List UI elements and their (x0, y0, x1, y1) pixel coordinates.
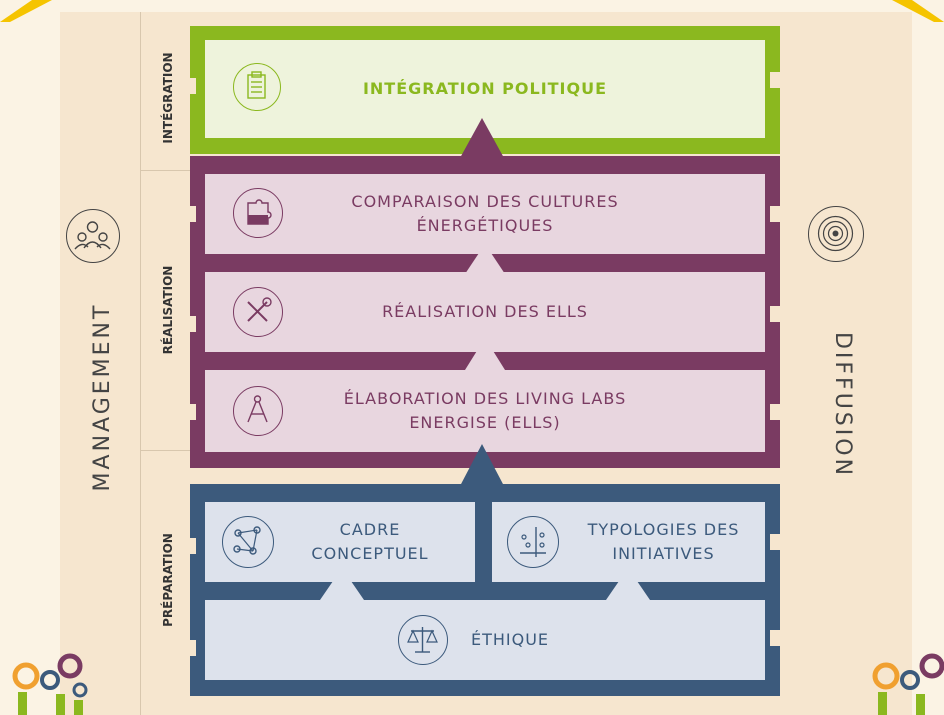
arrow-to-typologies (606, 568, 650, 600)
cadre-label: CADRE CONCEPTUEL (311, 520, 429, 563)
logo-icon-right (872, 653, 944, 715)
phase-divider-1 (140, 170, 190, 171)
phase-label-preparation: PRÉPARATION (161, 533, 175, 627)
ethique-left-tab (178, 640, 196, 656)
tools-icon (233, 287, 283, 337)
realisation-right-tab (770, 306, 786, 322)
elaboration-right-tab (770, 404, 786, 420)
typologies-label: TYPOLOGIES DES INITIATIVES (587, 520, 740, 563)
network-icon (222, 516, 274, 568)
roof-right-decoration (892, 0, 944, 22)
comparaison-label: COMPARAISON DES CULTURES ÉNERGÉTIQUES (351, 192, 619, 235)
elaboration-left-tab (178, 404, 196, 420)
clipboard-icon (233, 63, 281, 111)
realisation-left-tab (178, 316, 196, 332)
realisation-ells-label: RÉALISATION DES ELLS (382, 302, 588, 321)
comparaison-right-tab (770, 206, 786, 222)
roof-left-decoration (0, 0, 52, 22)
ethique-label: ÉTHIQUE (470, 630, 550, 649)
integration-right-tab (770, 72, 786, 88)
puzzle-icon (233, 188, 283, 238)
phase-label-realisation: RÉALISATION (161, 265, 175, 355)
cadre-left-tab (178, 538, 196, 554)
people-icon (66, 209, 120, 263)
typologies-right-tab (770, 534, 786, 550)
logo-icon (12, 653, 88, 715)
phase-column-line (140, 12, 141, 715)
comparaison-left-tab (178, 206, 196, 222)
ethique-right-tab (770, 630, 786, 646)
ethique-box: ÉTHIQUE (205, 600, 765, 680)
arrow-to-integration (460, 118, 504, 158)
elaboration-box: ÉLABORATION DES LIVING LABS ENERGISE (EL… (205, 370, 765, 452)
phase-divider-2 (140, 450, 190, 451)
arrow-to-comparaison (465, 244, 505, 274)
management-label: MANAGEMENT (90, 302, 115, 492)
integration-politique-label: INTÉGRATION POLITIQUE (362, 79, 608, 98)
arrow-to-cadre (320, 568, 364, 600)
arrow-to-realisation-phase (460, 444, 504, 486)
integration-left-tab (178, 78, 196, 94)
elaboration-label: ÉLABORATION DES LIVING LABS ENERGISE (EL… (343, 389, 627, 432)
comparaison-box: COMPARAISON DES CULTURES ÉNERGÉTIQUES (205, 174, 765, 254)
compass-icon (233, 386, 283, 436)
scales-icon (398, 615, 448, 665)
arrow-to-realisation (465, 338, 505, 370)
disc-icon (808, 206, 864, 262)
phase-label-integration: INTÉGRATION (161, 52, 175, 144)
scatter-icon (507, 516, 559, 568)
diffusion-label: DIFFUSION (830, 331, 855, 479)
